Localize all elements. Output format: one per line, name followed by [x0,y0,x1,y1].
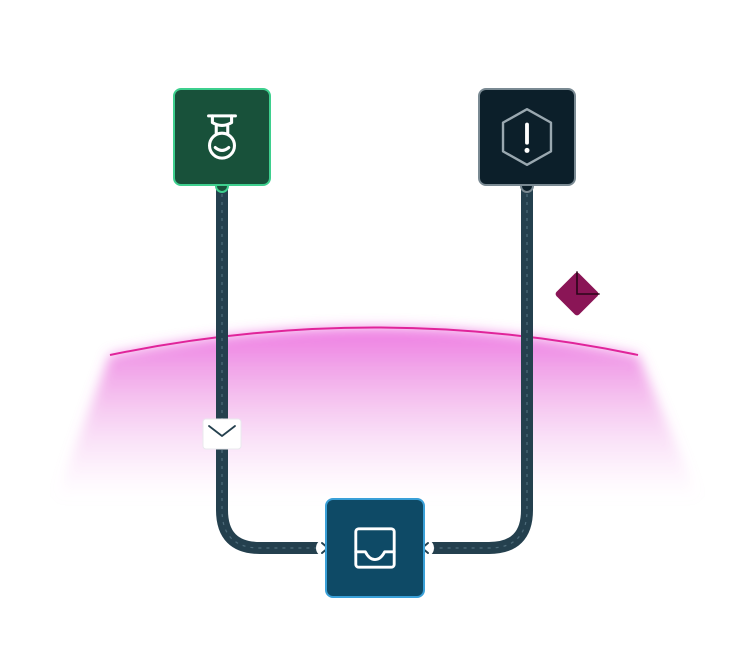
inbox-tray-icon [354,527,396,569]
source-node-right[interactable] [478,88,576,186]
user-agent-icon [207,114,237,160]
warning-hexagon-icon [501,107,553,167]
filter-band [55,326,700,500]
filter-band-edge [109,326,639,356]
filter-band-glow [55,327,700,500]
envelope-icon [202,418,242,450]
target-node-inbox[interactable] [325,498,425,598]
envelope-icon [555,271,600,316]
source-node-left[interactable] [173,88,271,186]
